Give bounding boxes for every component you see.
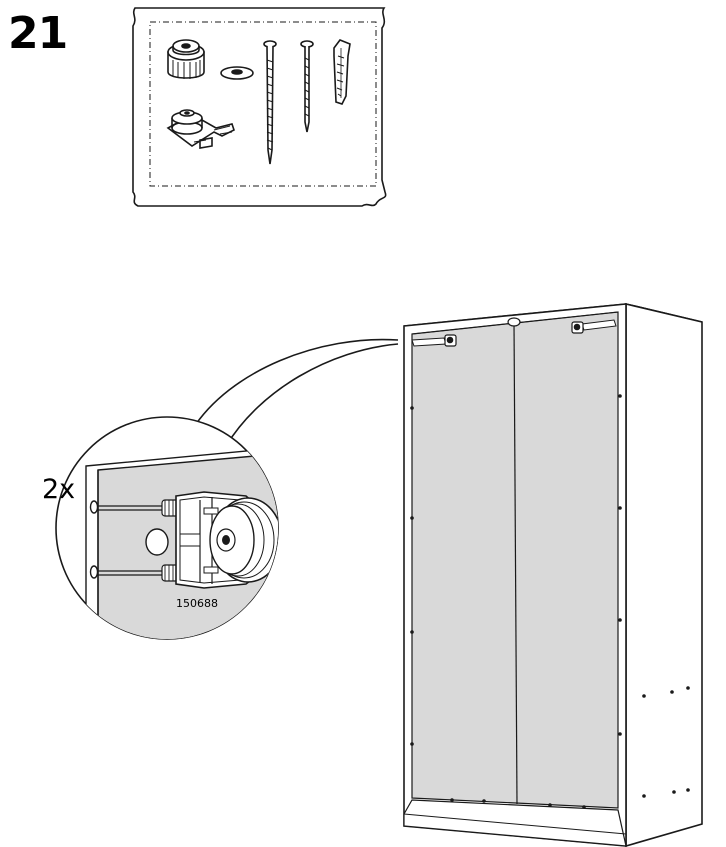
part-number-label: 150688	[176, 597, 218, 610]
medium-screw-part	[300, 40, 314, 133]
fastener-dots	[410, 394, 690, 809]
knob-part	[167, 39, 205, 79]
quantity-label: 2x	[42, 474, 76, 505]
step-number: 21	[8, 8, 68, 59]
detail-magnifier	[55, 416, 279, 640]
wardrobe	[403, 302, 703, 847]
hardware-bag	[132, 7, 387, 207]
installed-bracket-right	[571, 319, 617, 334]
bracket-part	[166, 109, 235, 149]
installed-bracket-left	[411, 334, 457, 347]
washer-part	[220, 66, 254, 80]
callout-leader	[191, 338, 399, 447]
wall-plug-part	[333, 39, 351, 105]
center-seam	[513, 321, 518, 805]
long-screw-part	[263, 40, 277, 165]
